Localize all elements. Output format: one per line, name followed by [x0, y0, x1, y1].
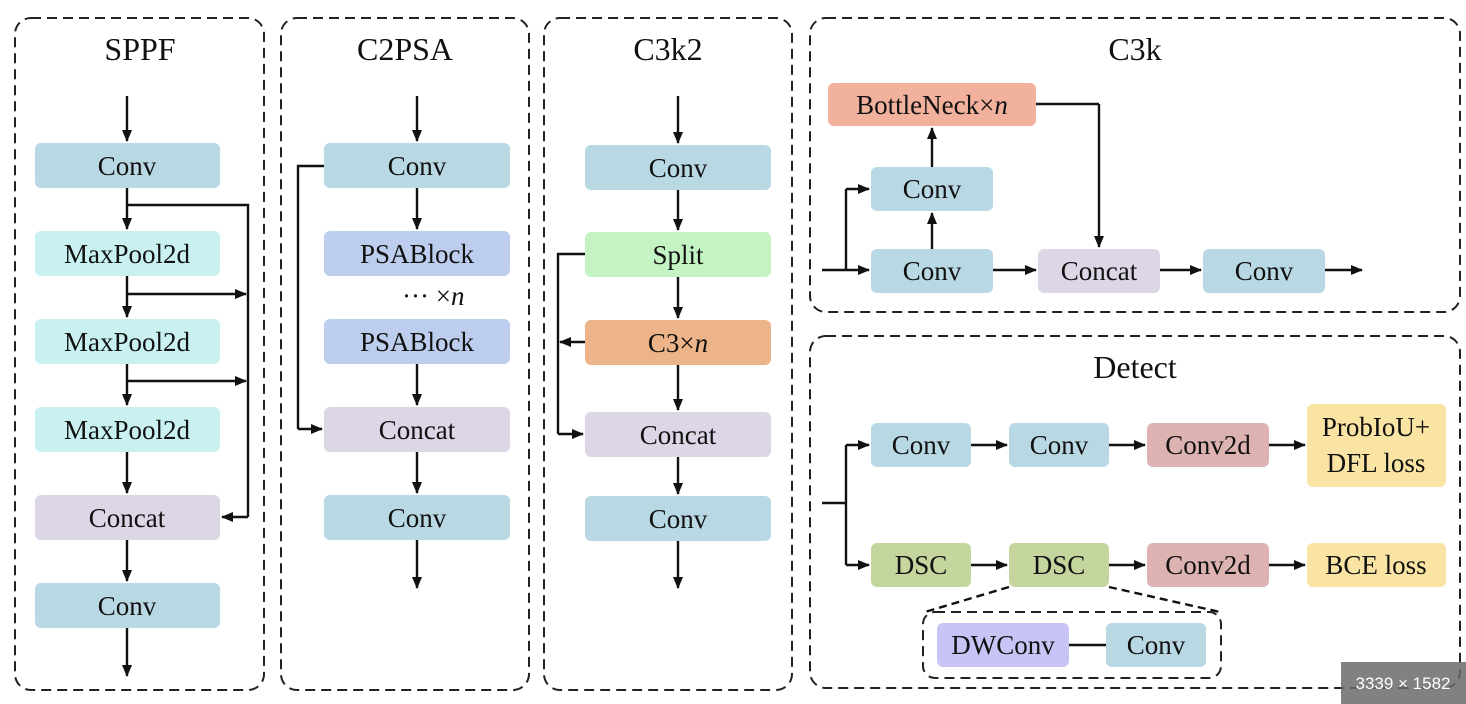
detect-probiou-loss — [1307, 404, 1446, 487]
c3k2-connectors — [556, 96, 683, 589]
c3k2-split-label: Split — [652, 240, 704, 270]
dsc-detail-inset: DWConv Conv — [922, 585, 1222, 679]
detect-bce-loss — [1307, 543, 1446, 587]
sppf-conv-1 — [35, 143, 220, 188]
c2psa-psablock-1-label: PSABlock — [360, 239, 475, 269]
c3k-conv-lower-label: Conv — [903, 256, 962, 286]
c3k-conv-upper — [871, 167, 993, 211]
image-size-badge: 3339 × 1582 — [1341, 662, 1466, 704]
detect-top-conv2d-label: Conv2d — [1165, 430, 1251, 460]
c3k-bottleneck-label: BottleNeck×n — [856, 90, 1008, 120]
detect-connectors — [822, 440, 1306, 570]
sppf-conv-1-label: Conv — [98, 151, 157, 181]
detect-panel: Detect Conv Conv Conv2d ProbIoU+ DFL los… — [809, 335, 1461, 689]
detect-bce-label: BCE loss — [1325, 550, 1426, 580]
c2psa-conv-1-label: Conv — [388, 151, 447, 181]
sppf-conv-2-label: Conv — [98, 591, 157, 621]
c3k2-split — [585, 232, 771, 277]
c3k-connectors — [822, 102, 1363, 275]
detect-dsc-2 — [1009, 543, 1109, 587]
sppf-concat-label: Concat — [89, 503, 166, 533]
c2psa-connectors — [296, 96, 422, 589]
dsc-conv — [1106, 623, 1206, 667]
c2psa-conv-2 — [324, 495, 510, 540]
sppf-panel: SPPF Conv MaxPool2d MaxPool2d MaxPool2d … — [14, 17, 265, 691]
sppf-maxpool-3 — [35, 407, 220, 452]
c3k-conv-out-label: Conv — [1235, 256, 1294, 286]
sppf-maxpool-3-label: MaxPool2d — [64, 415, 191, 445]
c2psa-psablock-1 — [324, 231, 510, 276]
detect-bottom-conv2d — [1147, 543, 1269, 587]
c2psa-repeat-label: ··· ×n — [402, 281, 464, 311]
c3k-conv-lower — [871, 249, 993, 293]
detect-top-conv-2-label: Conv — [1030, 430, 1089, 460]
sppf-maxpool-2 — [35, 319, 220, 364]
c2psa-title: C2PSA — [357, 31, 453, 67]
sppf-concat — [35, 495, 220, 540]
c3k2-conv-1 — [585, 145, 771, 190]
sppf-connectors — [122, 96, 250, 677]
c3k2-concat-label: Concat — [640, 420, 717, 450]
c3k2-conv-1-label: Conv — [649, 153, 708, 183]
c2psa-conv-1 — [324, 143, 510, 188]
c3k-panel: C3k BottleNeck×n Conv Conv Concat Conv — [809, 17, 1461, 313]
c2psa-concat-label: Concat — [379, 415, 456, 445]
c3k2-panel: C3k2 Conv Split C3×n Concat Conv — [543, 17, 793, 691]
c3k2-concat — [585, 412, 771, 457]
c2psa-psablock-2 — [324, 319, 510, 364]
dsc-dwconv-label: DWConv — [951, 630, 1055, 660]
c3k2-c3-label: C3×n — [648, 328, 708, 358]
c3k2-conv-2-label: Conv — [649, 504, 708, 534]
sppf-maxpool-1 — [35, 231, 220, 276]
c3k-bottleneck — [828, 83, 1036, 126]
dsc-conv-label: Conv — [1127, 630, 1186, 660]
detect-title: Detect — [1093, 349, 1177, 385]
sppf-maxpool-2-label: MaxPool2d — [64, 327, 191, 357]
sppf-maxpool-1-label: MaxPool2d — [64, 239, 191, 269]
c3k-concat — [1038, 249, 1160, 293]
c3k2-c3 — [585, 320, 771, 365]
detect-dfl-label: DFL loss — [1327, 448, 1426, 478]
c3k-title: C3k — [1108, 31, 1161, 67]
c3k-conv-out — [1203, 249, 1325, 293]
detect-top-conv-1-label: Conv — [892, 430, 951, 460]
detect-dsc-2-label: DSC — [1033, 550, 1086, 580]
c2psa-panel: C2PSA Conv PSABlock ··· ×n PSABlock Conc… — [280, 17, 530, 691]
detect-dsc-1 — [871, 543, 971, 587]
c3k2-conv-2 — [585, 496, 771, 541]
sppf-conv-2 — [35, 583, 220, 628]
c2psa-concat — [324, 407, 510, 452]
detect-top-conv-2 — [1009, 423, 1109, 467]
detect-probiou-label: ProbIoU+ — [1322, 412, 1430, 442]
c2psa-conv-2-label: Conv — [388, 503, 447, 533]
detect-bottom-conv2d-label: Conv2d — [1165, 550, 1251, 580]
c3k2-title: C3k2 — [633, 31, 702, 67]
detect-top-conv-1 — [871, 423, 971, 467]
c2psa-psablock-2-label: PSABlock — [360, 327, 475, 357]
detect-top-conv2d — [1147, 423, 1269, 467]
sppf-title: SPPF — [104, 31, 175, 67]
detect-dsc-1-label: DSC — [895, 550, 948, 580]
image-size-badge-text: 3339 × 1582 — [1355, 674, 1450, 693]
dsc-dwconv — [937, 623, 1069, 667]
c3k-conv-upper-label: Conv — [903, 174, 962, 204]
c3k-concat-label: Concat — [1061, 256, 1138, 286]
